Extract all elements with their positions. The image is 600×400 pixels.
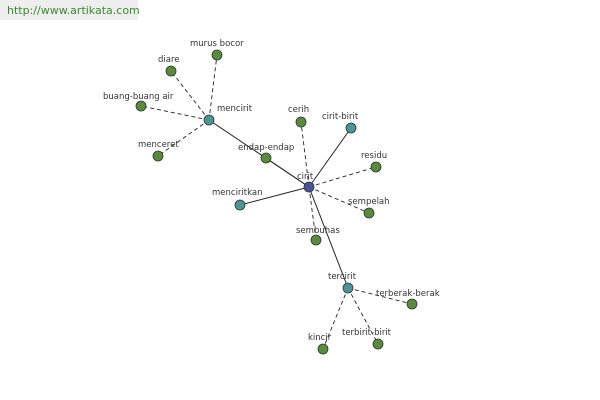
node-label-menciritkan[interactable]: menciritkan [212, 188, 263, 198]
node-sempelah[interactable] [363, 207, 375, 219]
node-diare[interactable] [165, 65, 177, 77]
node-cirit[interactable] [303, 181, 315, 193]
edge-mencirit-menceret [157, 119, 210, 157]
label-layer: cirit mencirit tercirit cirit-birit mencirit… [103, 39, 440, 343]
node-label-terbirit-birit[interactable]: terbirit-birit [342, 328, 392, 338]
node-buang-buang-air[interactable] [135, 100, 147, 112]
node-sembuhas[interactable] [310, 234, 322, 246]
url-watermark: http://www.artikata.com [0, 0, 140, 20]
node-tercirit[interactable] [342, 282, 354, 294]
edge-cirit-endap-endap [265, 157, 310, 188]
edge-cirit-cerih [300, 121, 310, 188]
edge-layer [140, 54, 413, 350]
node-label-menceret[interactable]: menceret [138, 140, 179, 150]
edge-tercirit-terberak-berak [347, 287, 413, 305]
node-label-buang-buang-air[interactable]: buang-buang air [103, 92, 174, 102]
node-layer [135, 49, 418, 355]
node-cerih[interactable] [295, 116, 307, 128]
edge-tercirit-kincir [322, 287, 349, 350]
edge-mencirit-diare [170, 70, 210, 121]
edge-cirit-sempelah [308, 186, 370, 214]
node-label-sembuhas[interactable]: sembuhas [296, 226, 340, 236]
node-label-residu[interactable]: residu [361, 151, 387, 161]
node-label-cirit[interactable]: cirit [297, 172, 314, 182]
node-label-mencirit[interactable]: mencirit [217, 104, 253, 114]
node-menciritkan[interactable] [234, 199, 246, 211]
node-terberak-berak[interactable] [406, 298, 418, 310]
node-label-tercirit[interactable]: tercirit [328, 272, 357, 282]
edge-cirit-cirit-birit [308, 127, 352, 188]
edge-tercirit-terbirit-birit [347, 287, 379, 345]
node-label-endap-endap[interactable]: endap-endap [238, 143, 294, 153]
node-residu[interactable] [370, 161, 382, 173]
node-terbirit-birit[interactable] [372, 338, 384, 350]
node-label-diare[interactable]: diare [158, 55, 180, 65]
edge-cirit-residu [308, 166, 377, 188]
node-label-kincir[interactable]: kincir [308, 333, 332, 343]
edge-cirit-sembuhas [308, 186, 317, 241]
node-menceret[interactable] [152, 150, 164, 162]
node-cirit-birit[interactable] [345, 122, 357, 134]
node-kincir[interactable] [317, 343, 329, 355]
node-mencirit[interactable] [203, 114, 215, 126]
node-label-sempelah[interactable]: sempelah [348, 197, 390, 207]
node-label-murus-bocor[interactable]: murus bocor [190, 39, 244, 49]
edge-mencirit-murus-bocor [208, 54, 218, 121]
node-label-cirit-birit[interactable]: cirit-birit [322, 112, 359, 122]
url-watermark-text: http://www.artikata.com [7, 4, 140, 17]
edge-cirit-menciritkan [239, 186, 310, 206]
node-endap-endap[interactable] [260, 152, 272, 164]
edge-cirit-tercirit [308, 186, 349, 289]
node-label-cerih[interactable]: cerih [288, 105, 309, 115]
edge-mencirit-buang-buang-air [140, 105, 210, 121]
node-label-terberak-berak[interactable]: terberak-berak [376, 289, 440, 299]
node-murus-bocor[interactable] [211, 49, 223, 61]
